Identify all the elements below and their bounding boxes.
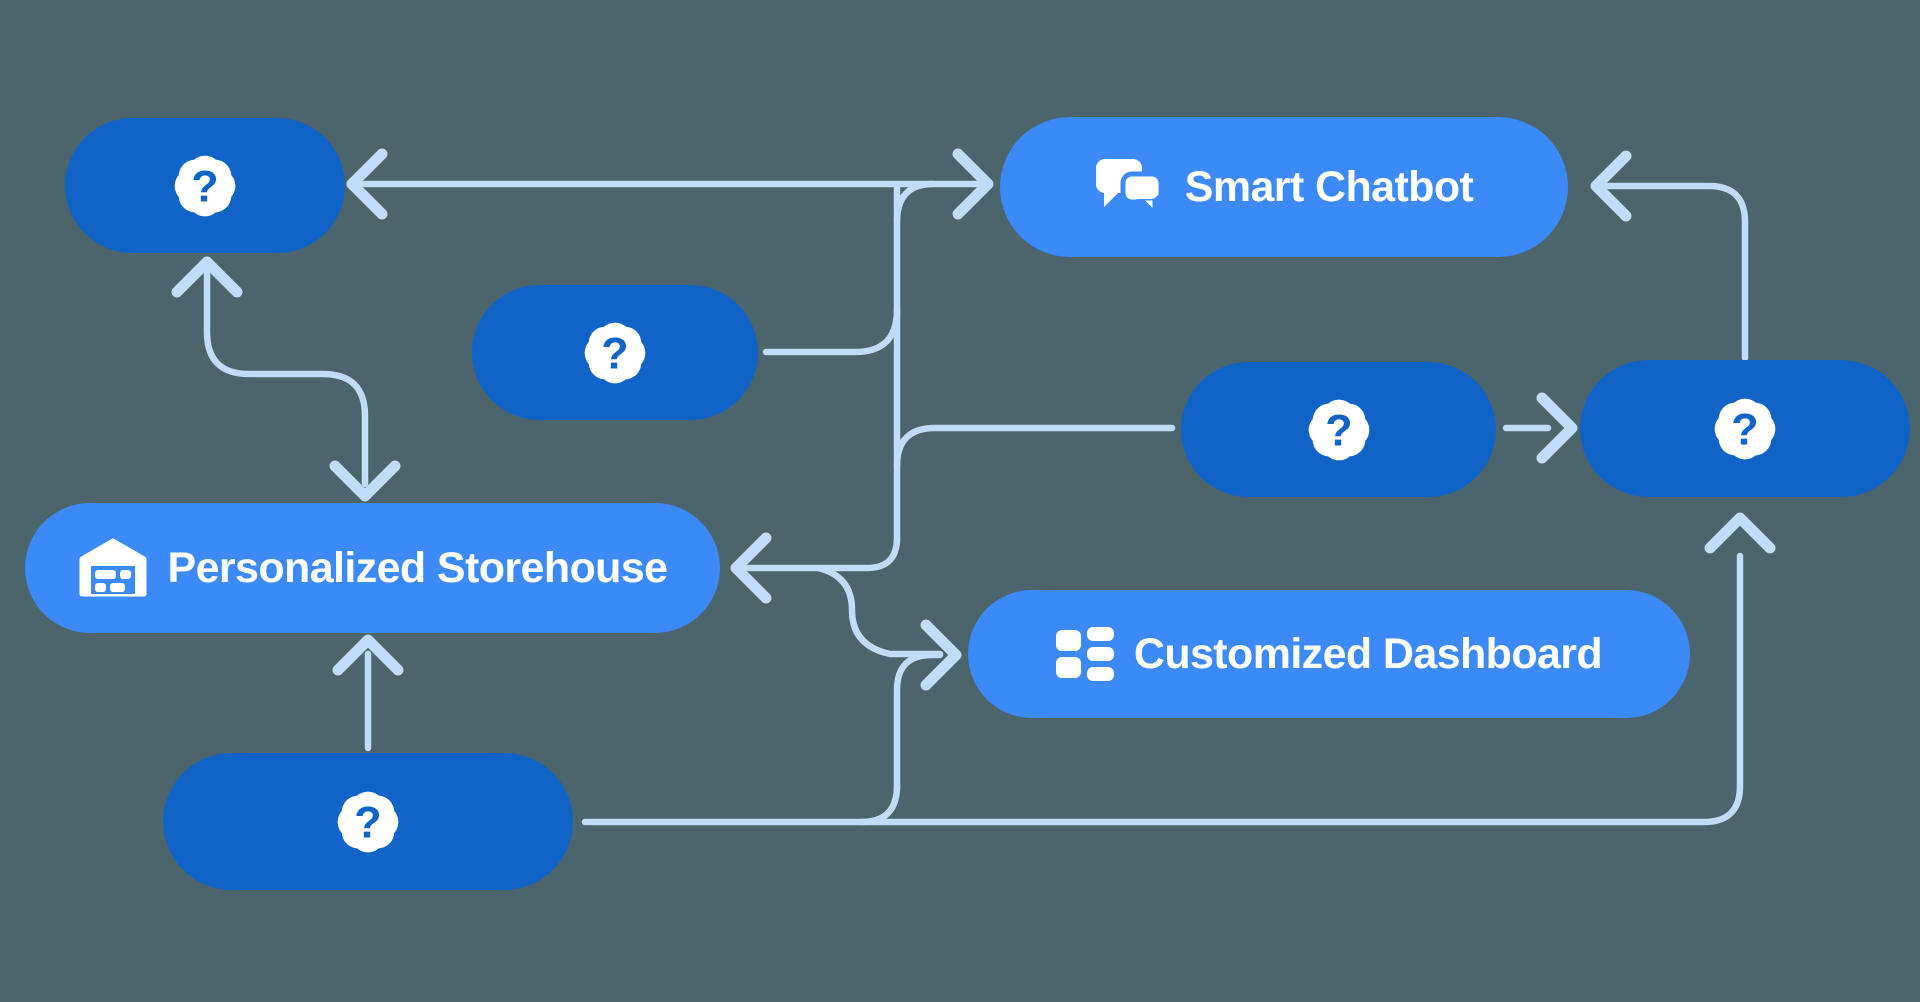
question-mark-glyph: ?: [1325, 404, 1352, 455]
question-mark-glyph: ?: [191, 160, 218, 211]
edge-lines: [203, 180, 1749, 826]
question-badge-icon: ?: [1308, 399, 1369, 460]
node-unknown-top-left[interactable]: ?: [65, 118, 345, 253]
arrowhead-into-dashboard-left: [920, 619, 962, 691]
edge-farright-to-chatbot: [1594, 182, 1749, 362]
node-label: Customized Dashboard: [1133, 629, 1603, 678]
node-smart-chatbot[interactable]: Smart Chatbot: [1000, 117, 1568, 257]
warehouse-icon: [79, 538, 147, 597]
question-mark-glyph: ?: [1731, 403, 1758, 454]
edge-s-curve-dashboard: [814, 564, 944, 658]
arrowhead-into-farright-left: [1536, 392, 1578, 464]
arrowhead-into-chatbot-left: [952, 148, 994, 220]
edge-arrowheads: [171, 148, 1776, 691]
node-label: Personalized Storehouse: [167, 543, 669, 592]
arrowhead-z-up: [171, 256, 243, 298]
node-unknown-middle-right[interactable]: ?: [1181, 362, 1496, 497]
question-badge-icon: ?: [174, 155, 236, 216]
question-badge-icon: ?: [1714, 398, 1776, 459]
chat-bubbles-icon: [1095, 159, 1164, 217]
edge-bottom-rise-fillet: [857, 782, 901, 826]
edge-trunk: [742, 183, 901, 572]
question-badge-icon: ?: [337, 791, 399, 852]
question-mark-glyph: ?: [354, 796, 381, 847]
node-label: Smart Chatbot: [1184, 162, 1474, 211]
arrowhead-into-storehouse-right: [730, 532, 772, 604]
node-unknown-far-right[interactable]: ?: [1580, 360, 1910, 497]
arrowhead-into-top-left: [346, 148, 388, 220]
arrowhead-into-storehouse-bottom: [332, 634, 404, 676]
arrowhead-into-farright-bottom: [1704, 512, 1776, 554]
node-unknown-middle[interactable]: ?: [472, 285, 758, 420]
edge-bottom-rise: [893, 651, 944, 792]
edge-middle-join: [762, 306, 901, 356]
node-customized-dashboard[interactable]: Customized Dashboard: [968, 590, 1690, 718]
edge-z-bidirectional: [203, 268, 369, 488]
arrowhead-z-down: [329, 460, 401, 502]
arrowhead-into-chatbot-right: [1590, 150, 1632, 222]
node-personalized-storehouse[interactable]: Personalized Storehouse: [25, 503, 720, 633]
edge-trunk-top-fillet: [893, 180, 937, 226]
dashboard-grid-icon: [1055, 627, 1114, 681]
node-unknown-bottom-left[interactable]: ?: [163, 753, 573, 890]
question-badge-icon: ?: [584, 322, 646, 383]
edge-right-branch: [893, 424, 1176, 470]
question-mark-glyph: ?: [601, 327, 628, 378]
edge-bottom-horizontal: [581, 552, 1744, 826]
